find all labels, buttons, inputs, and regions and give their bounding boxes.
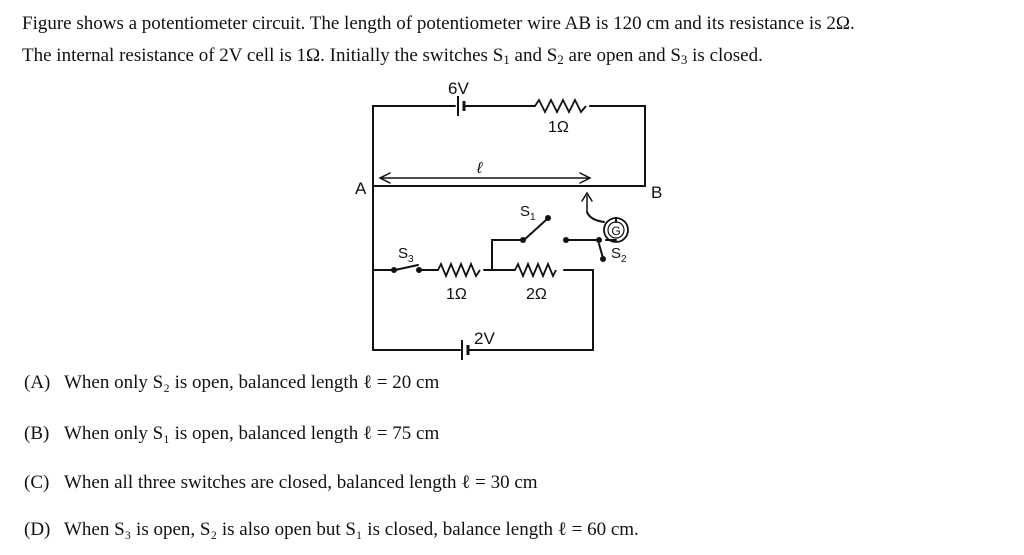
subscript-1: 1 <box>503 52 510 67</box>
option-a-text: When only S₂ is open, balanced length ℓ … <box>64 372 440 393</box>
resistor-2 <box>514 261 557 279</box>
primary-wire-right-2 <box>589 105 646 187</box>
s1-terminal-left <box>520 237 526 243</box>
point-a-label: A <box>355 179 367 198</box>
s2-terminal-bottom <box>600 256 606 262</box>
s1-left-wire <box>491 239 523 271</box>
resistor-1 <box>437 261 481 279</box>
junction-dot <box>563 237 569 243</box>
option-b-letter: (B) <box>24 423 50 444</box>
option-a-letter: (A) <box>24 372 51 393</box>
resistor-top-label: 1Ω <box>548 119 569 136</box>
jockey-wire <box>586 211 605 223</box>
option-c[interactable]: (C) When all three switches are closed, b… <box>24 472 538 494</box>
galvanometer <box>603 217 629 243</box>
battery-6v <box>457 96 466 116</box>
battery-2v-label: 2V <box>474 329 495 348</box>
switch-s2-label: S2 <box>611 245 627 265</box>
primary-wire-left <box>372 105 456 187</box>
option-d-text: When S₃ is open, S₂ is also open but S₁ … <box>64 519 639 540</box>
option-c-letter: (C) <box>24 472 50 493</box>
resistor-2-label: 2Ω <box>526 286 547 303</box>
option-a[interactable]: (A) When only S₂ is open, balanced length… <box>24 372 439 394</box>
question-line-2-mid1: and S <box>509 45 558 66</box>
option-b[interactable]: (B) When only S₁ is open, balanced length… <box>24 423 439 445</box>
resistor-1-label: 1Ω <box>446 286 467 303</box>
s2-blade <box>598 243 604 259</box>
option-c-text: When all three switches are closed, bala… <box>64 472 538 493</box>
circuit-diagram: G 6V 1Ω A B ℓ S1 S2 S3 1Ω 2Ω 2V <box>355 79 662 360</box>
s2-terminal-top <box>596 237 602 243</box>
question-line-2-end: is closed. <box>687 45 763 66</box>
option-d-letter: (D) <box>24 519 51 540</box>
question-line-2-start: The internal resistance of 2V cell is 1Ω… <box>22 45 504 66</box>
option-b-text: When only S₁ is open, balanced length ℓ … <box>64 423 440 444</box>
resistor-top <box>534 97 587 115</box>
s3-terminal-right <box>416 267 422 273</box>
jockey-arrow-head <box>581 191 593 202</box>
point-b-label: B <box>651 183 662 202</box>
s3-terminal-left <box>391 267 397 273</box>
question-line-2: The internal resistance of 2V cell is 1Ω… <box>22 40 1012 76</box>
battery-6v-label: 6V <box>448 79 469 98</box>
switch-s1-label: S1 <box>520 203 536 223</box>
question-text: Figure shows a potentiometer circuit. Th… <box>22 8 1012 76</box>
s1-blade <box>523 219 547 241</box>
s1-terminal-right <box>545 215 551 221</box>
galvanometer-label: G <box>611 224 620 238</box>
question-line-2-mid2: are open and S <box>563 45 681 66</box>
length-arrow-right-head <box>579 172 592 184</box>
subscript-2: 2 <box>557 52 564 67</box>
length-label: ℓ <box>476 160 483 177</box>
option-d[interactable]: (D) When S₃ is open, S₂ is also open but … <box>24 519 639 541</box>
s3-blade <box>394 264 419 271</box>
length-arrow-left-head <box>378 172 391 184</box>
subscript-3: 3 <box>680 52 688 67</box>
question-line-1: Figure shows a potentiometer circuit. Th… <box>22 13 855 34</box>
switch-s3-label: S3 <box>398 245 414 265</box>
battery-2v <box>461 340 470 360</box>
